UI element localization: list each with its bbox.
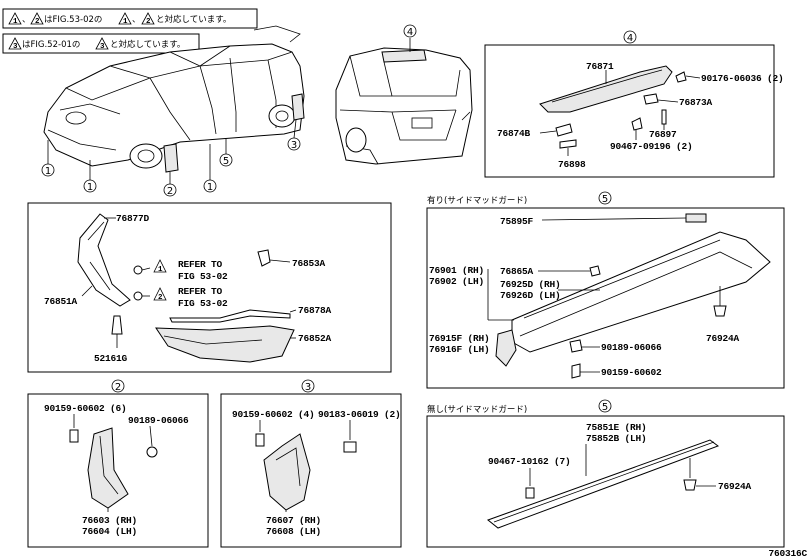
svg-text:2: 2 [35, 18, 40, 26]
svg-text:2: 2 [115, 382, 121, 393]
label-76851A: 76851A [44, 296, 78, 307]
box-spoiler: 4 76871 90176-06036 (2) 76873A 76874B 76… [484, 30, 784, 178]
svg-text:3: 3 [291, 140, 297, 151]
svg-text:1: 1 [123, 18, 128, 26]
svg-text:と対応しています。: と対応しています。 [110, 39, 185, 50]
label-76608: 76608 (LH) [266, 526, 321, 537]
label-90467-10162: 90467-10162 (7) [488, 456, 571, 467]
label-52161G: 52161G [94, 353, 128, 364]
title-with-side-mudguard: 有り(サイドマッドガード) [427, 195, 527, 206]
svg-text:、: 、 [22, 15, 31, 25]
label-90183-06019: 90183-06019 (2) [318, 409, 401, 420]
label-76874B: 76874B [497, 128, 531, 139]
label-76871: 76871 [586, 61, 614, 72]
box-side-mudguard-with: 有り(サイドマッドガード) 5 75895F 76901 (RH) 76902 … [426, 191, 785, 389]
label-76898: 76898 [558, 159, 586, 170]
svg-text:2: 2 [158, 294, 163, 302]
label-90189-06066-b: 90189-06066 [128, 415, 189, 426]
box-mudguard-rear: 3 90159-60602 (4) 90183-06019 (2) 76607 … [220, 379, 402, 548]
label-ref1b: FIG 53-02 [178, 271, 228, 282]
label-ref2b: FIG 53-02 [178, 298, 228, 309]
car-front-view [43, 25, 305, 173]
svg-text:5: 5 [223, 156, 229, 167]
label-90189-06066-a: 90189-06066 [601, 342, 662, 353]
label-76915F: 76915F (RH) [429, 333, 490, 344]
svg-text:1: 1 [158, 266, 163, 274]
svg-text:1: 1 [45, 166, 51, 177]
svg-text:1: 1 [87, 182, 93, 193]
svg-text:、: 、 [132, 15, 141, 25]
label-76865A: 76865A [500, 266, 534, 277]
svg-text:3: 3 [13, 43, 18, 51]
label-76924A-b: 76924A [718, 481, 752, 492]
label-75852B: 75852B (LH) [586, 433, 647, 444]
figure-id: 760316C [768, 548, 807, 559]
label-76604: 76604 (LH) [82, 526, 137, 537]
note-1: 1 、 2 はFIG.53-02の 1 、 2 と対応しています。 [2, 8, 258, 29]
label-76901: 76901 (RH) [429, 265, 484, 276]
label-76607: 76607 (RH) [266, 515, 321, 526]
label-75895F: 75895F [500, 216, 534, 227]
callouts-front: 1 1 2 1 5 3 [41, 119, 301, 197]
svg-text:1: 1 [207, 182, 213, 193]
svg-text:4: 4 [627, 33, 633, 44]
svg-text:3: 3 [305, 382, 311, 393]
label-90159-60602-4: 90159-60602 (4) [232, 409, 315, 420]
label-76878A: 76878A [298, 305, 332, 316]
svg-text:はFIG.52-01の: はFIG.52-01の [22, 40, 80, 50]
svg-text:2: 2 [146, 18, 151, 26]
box-mudguard-front: 2 90159-60602 (6) 90189-06066 76603 (RH)… [27, 379, 209, 548]
svg-text:5: 5 [602, 194, 608, 205]
svg-text:2: 2 [167, 186, 173, 197]
label-76603: 76603 (RH) [82, 515, 137, 526]
label-76926D: 76926D (LH) [500, 290, 561, 301]
note-2: 3 はFIG.52-01の 3 と対応しています。 [2, 33, 200, 54]
label-90176-06036: 90176-06036 (2) [701, 73, 784, 84]
label-76877D: 76877D [116, 213, 150, 224]
title-without-side-mudguard: 無し(サイドマッドガード) [427, 404, 527, 415]
svg-text:1: 1 [13, 18, 18, 26]
label-ref2: REFER TO [178, 286, 223, 297]
label-76924A-a: 76924A [706, 333, 740, 344]
label-76853A: 76853A [292, 258, 326, 269]
label-75851E: 75851E (RH) [586, 422, 647, 433]
car-rear-view: 4 [335, 24, 473, 165]
label-76852A: 76852A [298, 333, 332, 344]
label-76902: 76902 (LH) [429, 276, 484, 287]
label-90159-60602-6: 90159-60602 (6) [44, 403, 127, 414]
svg-text:と対応しています。: と対応しています。 [156, 14, 231, 25]
label-76925D: 76925D (RH) [500, 279, 561, 290]
label-76873A: 76873A [679, 97, 713, 108]
label-76916F: 76916F (LH) [429, 344, 490, 355]
box-front-bumper: 76877D 76851A 52161G 1 REFER TO FIG 53-0… [27, 202, 392, 373]
label-90159-60602-a: 90159-60602 [601, 367, 662, 378]
label-ref1: REFER TO [178, 259, 223, 270]
box-side-mudguard-without: 無し(サイドマッドガード) 5 75851E (RH) 75852B (LH) … [426, 399, 785, 548]
svg-text:3: 3 [100, 43, 105, 51]
svg-text:はFIG.53-02の: はFIG.53-02の [44, 15, 102, 25]
label-76897: 76897 [649, 129, 677, 140]
svg-text:5: 5 [602, 402, 608, 413]
svg-text:4: 4 [407, 27, 413, 38]
label-90467-09196: 90467-09196 (2) [610, 141, 693, 152]
